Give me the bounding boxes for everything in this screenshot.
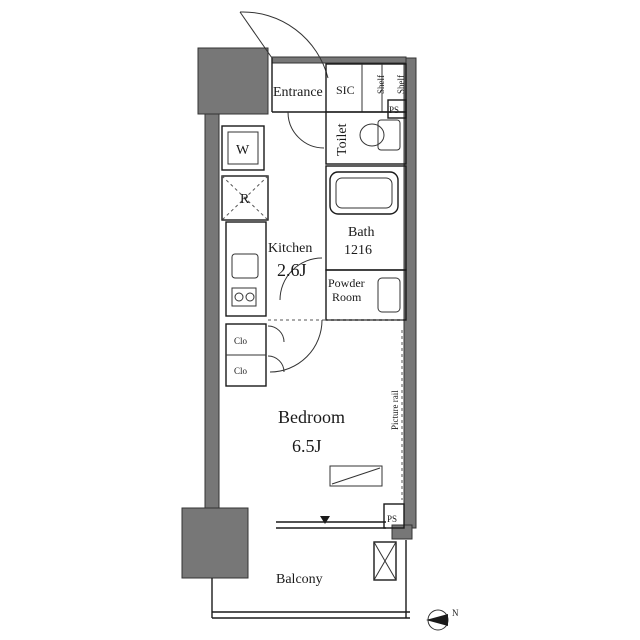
closet-door-arc-1 bbox=[267, 325, 285, 343]
label-shelf-1: Shelf bbox=[376, 75, 386, 94]
label-powder-1: Powder bbox=[328, 276, 365, 290]
column-top-left bbox=[197, 47, 269, 115]
fridge-box bbox=[221, 175, 269, 221]
balcony bbox=[211, 540, 410, 619]
label-picture-rail: Picture rail bbox=[390, 390, 400, 430]
burner-1 bbox=[234, 292, 244, 302]
label-sic: SIC bbox=[336, 83, 355, 97]
left-wall bbox=[204, 109, 220, 511]
toilet-room bbox=[287, 111, 407, 165]
label-entrance: Entrance bbox=[273, 85, 323, 100]
label-kitchen-size: 2.6J bbox=[277, 260, 307, 280]
label-bath: Bath bbox=[348, 225, 374, 240]
exterior-walls bbox=[181, 47, 417, 579]
label-closet-1: Clo bbox=[234, 336, 248, 346]
bathtub-inner bbox=[335, 177, 393, 209]
entrance-door bbox=[239, 11, 329, 113]
balcony-window bbox=[276, 516, 386, 529]
air-conditioner bbox=[329, 465, 383, 487]
ac-box bbox=[329, 465, 383, 487]
washbasin bbox=[377, 277, 401, 313]
column-bottom-left bbox=[181, 507, 249, 579]
label-toilet: Toilet bbox=[335, 123, 350, 156]
bath-room bbox=[325, 165, 407, 271]
evac-hatch bbox=[373, 541, 397, 581]
label-closet-2: Clo bbox=[234, 366, 248, 376]
toilet-bowl bbox=[359, 123, 385, 147]
washer-box bbox=[221, 125, 265, 171]
toilet-box bbox=[325, 111, 407, 165]
label-ps-top: PS bbox=[389, 105, 399, 115]
ps-bottom-box bbox=[383, 503, 405, 529]
kitchen-column bbox=[221, 125, 269, 317]
ac-diag bbox=[331, 467, 381, 485]
label-ps-bottom: PS bbox=[387, 514, 397, 524]
label-compass: N bbox=[452, 608, 459, 618]
ps-top-box bbox=[387, 99, 407, 119]
kitchen-stove bbox=[231, 287, 257, 307]
closets bbox=[225, 323, 285, 387]
label-fridge: R bbox=[240, 192, 250, 207]
powder-door-arc bbox=[279, 257, 323, 301]
label-bath-size: 1216 bbox=[344, 243, 372, 258]
bedroom-door-arc bbox=[269, 319, 323, 373]
entrance-door-arc bbox=[239, 11, 329, 79]
top-wall bbox=[271, 56, 407, 64]
bathtub bbox=[329, 171, 399, 215]
washer-inner bbox=[227, 131, 259, 165]
fridge-diag-2 bbox=[221, 175, 269, 221]
label-powder-2: Room bbox=[332, 290, 362, 304]
compass-arrow-icon bbox=[426, 614, 448, 626]
burner-2 bbox=[245, 292, 255, 302]
column-bottom-right bbox=[391, 524, 413, 540]
evac-diag-2 bbox=[373, 541, 397, 581]
label-bedroom: Bedroom bbox=[278, 407, 345, 427]
label-kitchen: Kitchen bbox=[268, 241, 312, 256]
entrance-door-leaf bbox=[239, 11, 273, 59]
kitchen-counter bbox=[225, 221, 267, 317]
entry-marker-icon bbox=[320, 516, 330, 524]
label-balcony: Balcony bbox=[276, 572, 323, 587]
toilet-tank bbox=[377, 119, 401, 151]
toilet-door-arc bbox=[287, 111, 325, 149]
compass bbox=[426, 609, 449, 631]
label-bedroom-size: 6.5J bbox=[292, 436, 322, 456]
closet-door-arc-2 bbox=[267, 355, 285, 373]
label-shelf-2: Shelf bbox=[396, 75, 406, 94]
label-washer: W bbox=[236, 143, 250, 158]
kitchen-sink bbox=[231, 253, 259, 279]
